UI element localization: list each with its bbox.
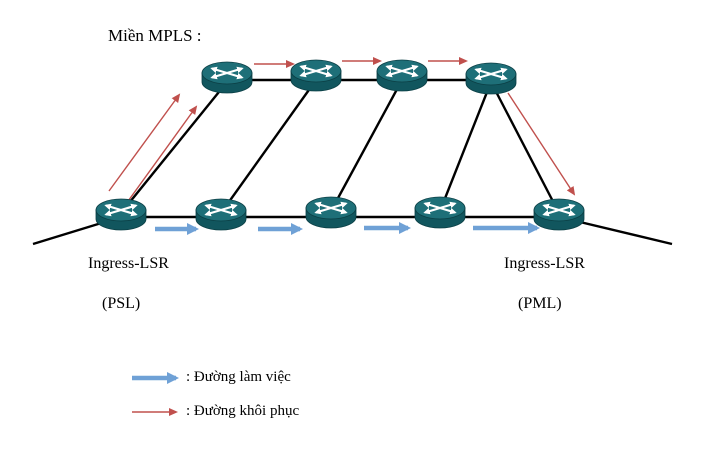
link-line [120,81,228,214]
diagram-title: Miền MPLS : [108,26,202,45]
router-icon [195,198,247,231]
legend-working-label: : Đường làm việc [186,369,291,385]
router-icon [95,198,147,231]
recovery-path-arrow [125,105,198,205]
link-line [489,81,561,214]
router-icon [305,196,357,229]
router-icon [376,59,428,92]
label-ingress-lsr-left: Ingress-LSR [88,255,169,272]
link-line [329,79,404,212]
label-ingress-lsr-right: Ingress-LSR [504,255,585,272]
label-psl: (PSL) [102,295,141,312]
legend-recovery-label: : Đường khôi phục [186,403,300,419]
router-icon [290,59,342,92]
router-icon [414,196,466,229]
recovery-path-arrow [507,92,576,196]
link-line [438,81,493,212]
recovery-path-arrow [108,93,181,192]
router-icon [533,198,585,231]
link-line [220,79,317,214]
router-icon [201,61,253,94]
label-pml: (PML) [518,295,562,312]
router-icon [465,62,517,95]
